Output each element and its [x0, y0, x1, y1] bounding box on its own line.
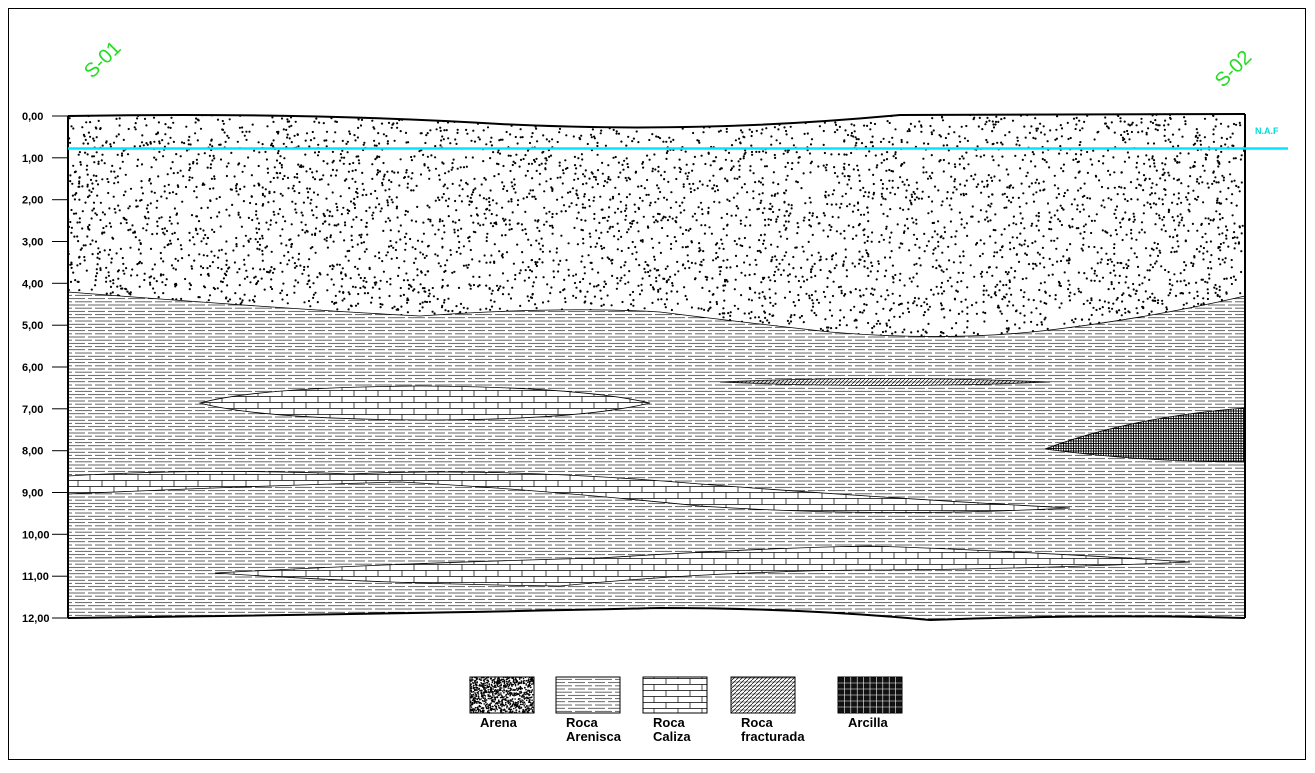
depth-label: 4,00	[22, 278, 43, 290]
legend-label-arenisca: Roca	[566, 715, 599, 730]
depth-label: 11,00	[22, 571, 49, 583]
legend-label-caliza: Roca	[653, 715, 686, 730]
depth-label: 7,00	[22, 404, 43, 416]
legend-swatch-caliza	[643, 677, 707, 713]
legend-label-arenisca: Arenisca	[566, 729, 622, 744]
legend-label-fracturada: fracturada	[741, 729, 805, 744]
depth-label: 6,00	[22, 362, 43, 374]
depth-label: 3,00	[22, 237, 43, 249]
borehole-label-s02: S-02	[1211, 46, 1256, 91]
depth-label: 5,00	[22, 320, 43, 332]
legend-swatch-arcilla	[838, 677, 902, 713]
borehole-label-s01: S-01	[80, 37, 125, 82]
depth-label: 1,00	[22, 153, 43, 165]
depth-label: 0,00	[22, 111, 43, 123]
legend-label-arena: Arena	[480, 715, 518, 730]
legend-swatch-arena	[469, 676, 535, 714]
depth-label: 9,00	[22, 488, 43, 500]
legend-swatch-arenisca	[556, 677, 620, 713]
depth-label: 10,00	[22, 529, 50, 541]
legend-label-caliza: Caliza	[653, 729, 691, 744]
legend-swatch-fracturada	[731, 677, 795, 713]
depth-label: 2,00	[22, 195, 43, 207]
water-table-label: N.A.F	[1255, 126, 1279, 136]
legend-label-arcilla: Arcilla	[848, 715, 889, 730]
depth-axis: 0,00 1,00 2,00 3,00 4,00 5,00 6,00 7,00 8,00 9,00…	[22, 111, 68, 625]
depth-label: 12,00	[22, 613, 50, 625]
depth-label: 8,00	[22, 446, 43, 458]
legend-label-fracturada: Roca	[741, 715, 774, 730]
